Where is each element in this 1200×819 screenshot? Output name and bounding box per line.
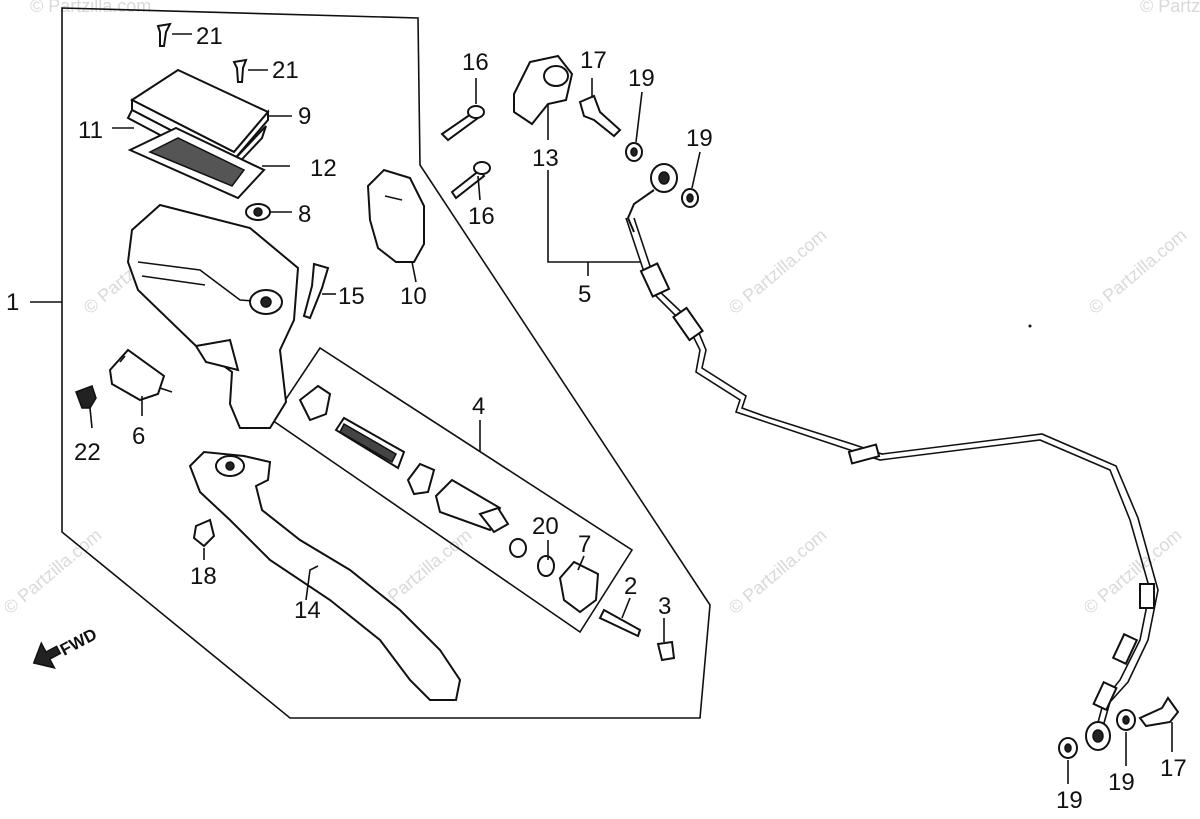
label-19-c: 19 xyxy=(1056,787,1083,814)
assembly-outline xyxy=(61,7,711,719)
watermark-text: © Partzilla.com xyxy=(0,525,105,618)
washer-19-a xyxy=(625,142,643,162)
label-14: 14 xyxy=(294,597,321,624)
label-19-d: 19 xyxy=(1108,769,1135,796)
label-15: 15 xyxy=(338,283,365,310)
label-22: 22 xyxy=(74,439,101,466)
label-6: 6 xyxy=(132,423,145,450)
bolt-17-top xyxy=(578,94,622,138)
fwd-label: FWD xyxy=(57,625,100,660)
label-3: 3 xyxy=(658,593,671,620)
label-21-top: 21 xyxy=(196,23,223,50)
label-19-b: 19 xyxy=(686,125,713,152)
screw-21-lower xyxy=(232,58,248,83)
watermark-text: © Partzilla.com xyxy=(1140,0,1200,16)
washer-19-d xyxy=(1116,709,1136,731)
leader-lines xyxy=(30,33,1173,784)
label-9: 9 xyxy=(298,103,311,130)
watermark-text: © Partzilla.com xyxy=(30,0,151,16)
banjo-fitting-13 xyxy=(513,54,574,126)
label-1: 1 xyxy=(6,289,19,316)
watermark-text: © Partzilla.com xyxy=(725,525,831,618)
bolt-16-lower xyxy=(450,161,491,200)
diaphragm xyxy=(127,126,266,200)
label-12: 12 xyxy=(310,155,337,182)
screw-21-top xyxy=(156,22,172,47)
label-5: 5 xyxy=(578,281,591,308)
label-13: 13 xyxy=(532,145,559,172)
bolt-16-upper xyxy=(440,105,485,142)
watermark-text: © Partzilla.com xyxy=(725,225,831,318)
brake-lever-14 xyxy=(188,450,462,701)
label-19-a: 19 xyxy=(628,65,655,92)
label-10: 10 xyxy=(400,283,427,310)
label-11: 11 xyxy=(78,117,103,144)
label-17-top: 17 xyxy=(580,47,607,74)
part-labels: 21 21 9 11 12 8 15 10 16 16 13 5 17 19 1… xyxy=(6,23,1187,814)
brake-hose-5 xyxy=(625,163,1159,751)
label-16-top: 16 xyxy=(462,49,489,76)
piston-assembly-parts xyxy=(298,384,676,662)
pivot-nut-18 xyxy=(192,518,216,548)
label-18: 18 xyxy=(190,563,217,590)
label-20: 20 xyxy=(532,513,559,540)
washer-19-c xyxy=(1058,737,1078,759)
bolt-17-bottom xyxy=(1138,696,1180,728)
pivot-bolt-15 xyxy=(302,262,330,320)
screw-22 xyxy=(75,385,97,409)
label-2: 2 xyxy=(624,573,637,600)
boot-10 xyxy=(366,168,425,263)
switch-6 xyxy=(108,348,173,402)
watermark-text: © Partzilla.com xyxy=(1085,225,1191,318)
label-4: 4 xyxy=(472,393,485,420)
label-7: 7 xyxy=(578,531,591,558)
washer-8 xyxy=(245,203,271,221)
master-cylinder-body xyxy=(126,203,300,429)
label-17-bottom: 17 xyxy=(1160,755,1187,782)
label-8: 8 xyxy=(298,201,311,228)
forward-direction-arrow: FWD xyxy=(32,625,100,669)
washer-19-b xyxy=(681,188,699,208)
piston-kit-outline xyxy=(270,346,634,634)
label-21-lower: 21 xyxy=(272,57,299,84)
dot-mark xyxy=(1028,324,1032,328)
watermark-text: © Partzilla.com xyxy=(1080,525,1186,618)
label-16-lower: 16 xyxy=(468,203,495,230)
